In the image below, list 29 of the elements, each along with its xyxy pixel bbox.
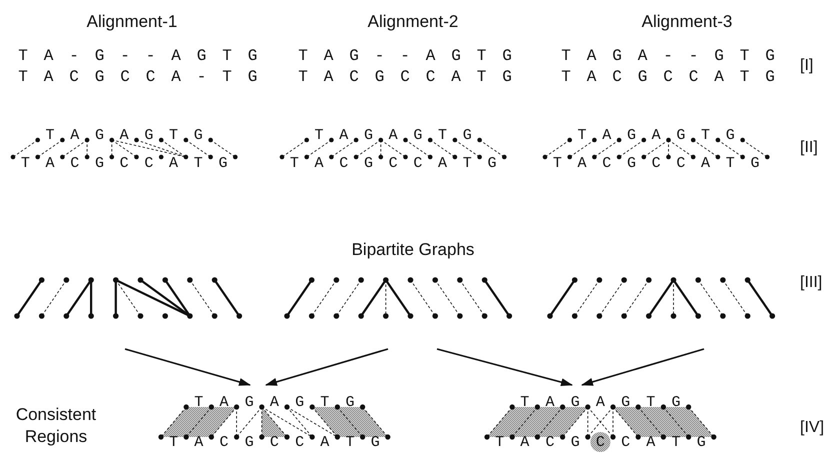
sequence-text: TACGCCATG: [290, 154, 512, 172]
row-number: [I]: [800, 56, 814, 76]
row-number: [IV]: [800, 418, 824, 438]
row-number: [II]: [800, 138, 818, 158]
arrow: [124, 348, 251, 386]
arrow: [436, 348, 573, 386]
sequence-text: TACGCCATG: [298, 68, 528, 86]
row-label: Consistent Regions: [14, 404, 98, 448]
sequence-text: TACGCCATG: [552, 154, 776, 172]
arrow: [265, 348, 388, 386]
sequence-text: TAGA--GTG: [561, 47, 791, 65]
row-number: [III]: [800, 274, 822, 292]
sequence-text: TAGAGTG: [578, 126, 750, 144]
sequence-text: TACGCCA-TG: [18, 68, 274, 86]
heading-text: Alignment-1: [86, 12, 178, 32]
heading-text: Alignment-3: [642, 12, 732, 32]
sequence-text: TAG--AGTG: [298, 47, 528, 65]
sequence-text: TACGCCATG: [495, 434, 722, 450]
sequence-text: TAGAGTG: [194, 394, 371, 410]
arrow: [581, 348, 704, 386]
sequence-text: TAGAGTG: [520, 394, 697, 410]
sequence-text: TACGCCATG: [561, 68, 791, 86]
sequence-text: TA-G--AGTG: [18, 47, 274, 65]
heading-text: Bipartite Graphs: [352, 240, 474, 260]
heading-text: Alignment-2: [368, 12, 458, 32]
sequence-text: TAGAGTG: [314, 126, 488, 144]
sequence-text: TACGCCATG: [169, 434, 396, 450]
sequence-text: TAGAGTG: [46, 126, 218, 144]
sequence-text: TACGCCATG: [20, 154, 244, 172]
